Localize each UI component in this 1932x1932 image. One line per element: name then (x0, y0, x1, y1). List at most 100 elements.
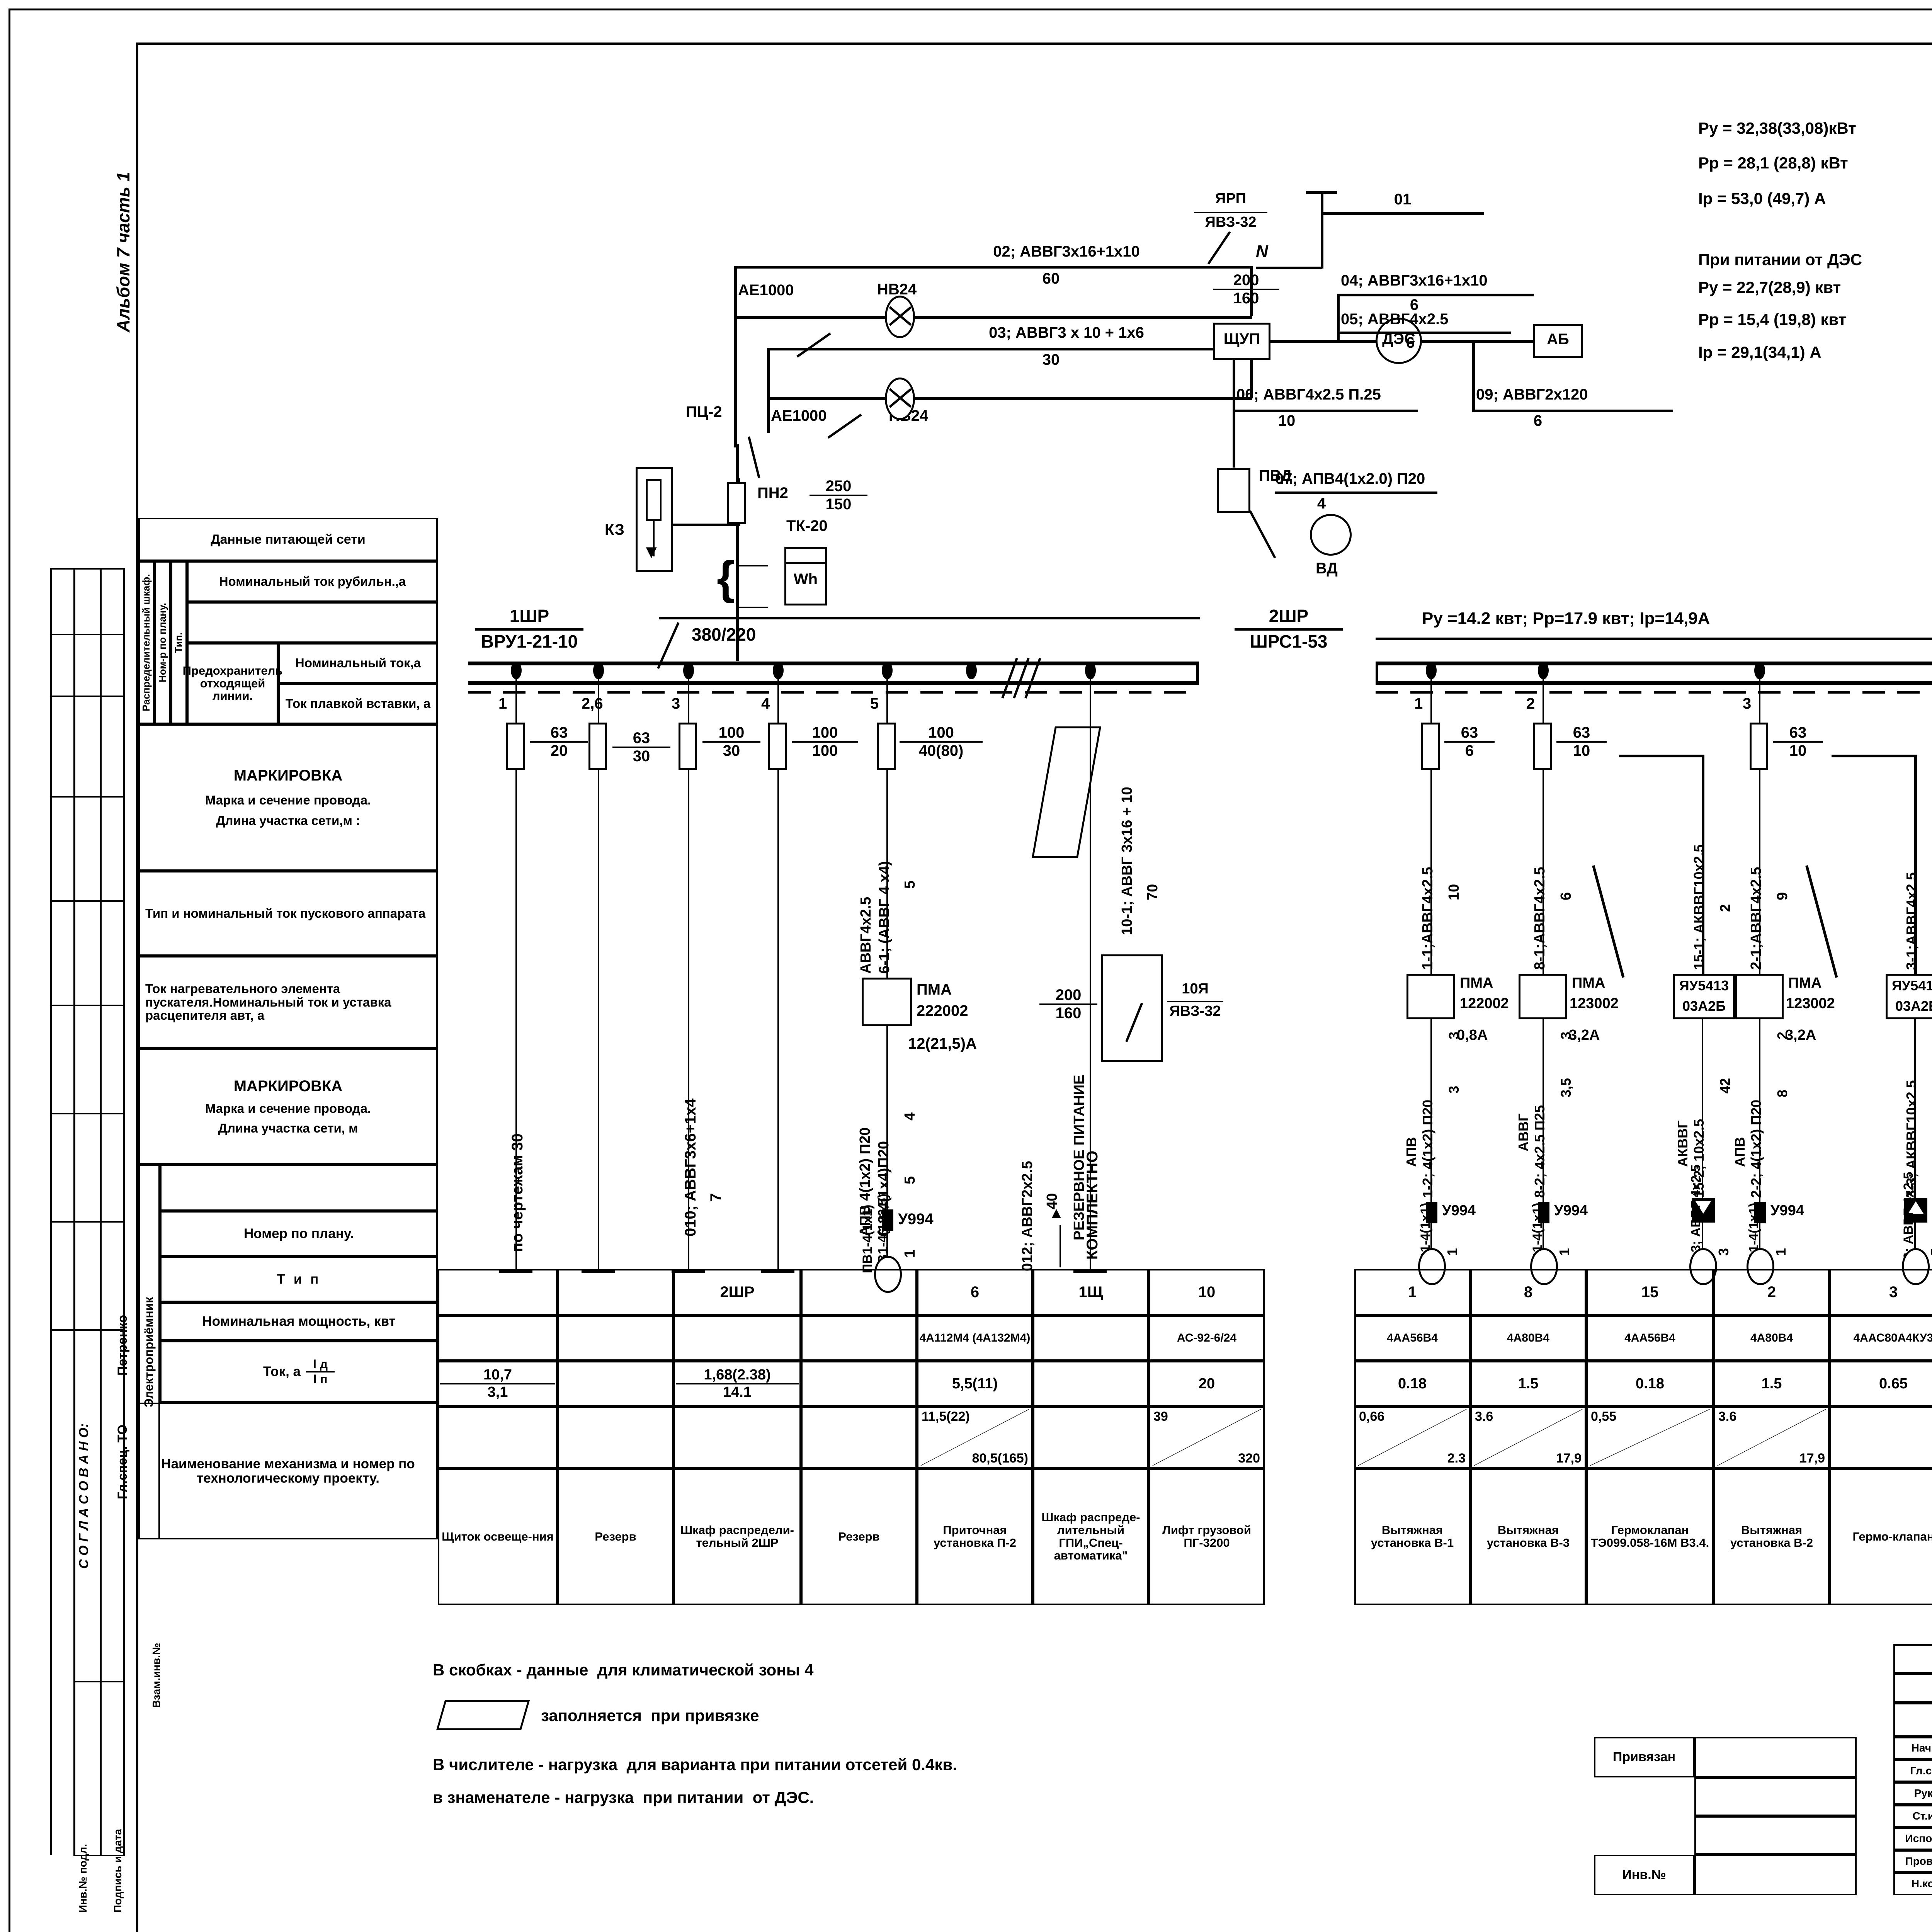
pvd-label: ПВД (1259, 467, 1292, 484)
shchup-box (1213, 323, 1270, 360)
pc2-label: ПЦ-2 (686, 403, 722, 420)
feeder-drop (1543, 662, 1544, 1264)
legend-row-fuse-lbl: Предохранитель отходящей линии. (183, 643, 282, 724)
legend-consumer-power: Номинальная мощность, квт (160, 1302, 438, 1341)
reserve-cable: 012; АВВГ2х2.5 (1019, 1161, 1036, 1271)
hb24-top-label: НВ24 (877, 281, 917, 298)
feeder-cable: 3-1;АВВГ4х2.5 (1903, 872, 1919, 970)
margin-row-f (50, 1005, 125, 1006)
tap-dot (966, 662, 977, 679)
power-des-title: При питании от ДЭС (1698, 250, 1862, 269)
ab-label: АБ (1547, 331, 1569, 348)
terminal-marker (882, 1209, 893, 1231)
title-inv: Инв.№ (1594, 1855, 1694, 1895)
table-cell-current (438, 1406, 558, 1468)
bus-left-bar-bot (468, 681, 1199, 685)
valve-code: 03А2Б (1682, 998, 1726, 1014)
feeder-drop (1090, 662, 1091, 1272)
feeder-cable2-type: АПВ (1732, 1137, 1748, 1167)
valve-marker (1692, 1198, 1715, 1223)
branch-top (1832, 755, 1917, 757)
note-line-4: в знаменателе - нагрузка при питании от … (433, 1788, 814, 1806)
feeder-drop (886, 662, 888, 1257)
legend-current-label: Ток, а (263, 1364, 301, 1379)
lift-fuse-bot: 160 (1055, 1004, 1082, 1022)
table-cell-current (801, 1406, 917, 1468)
album-note: Альбом 7 часть 1 (113, 172, 133, 332)
des-symbol (1376, 318, 1422, 364)
table-cell-current (673, 1406, 801, 1468)
feeder-cable-length: 9 (1774, 892, 1791, 900)
table-cell-plan-number: 2 (1714, 1269, 1830, 1315)
feeder-cable: АВВГ4х2.5 (858, 897, 874, 974)
table-cell-type: 4АА56В4 (1586, 1315, 1714, 1361)
feeder-breaker (679, 723, 697, 770)
feeder-cable3b: ПВ1-4(1х1) (860, 1204, 875, 1273)
title-bound-box3 (1694, 1816, 1857, 1855)
legend-consumer-name: Наименование механизма и номер по технол… (138, 1403, 438, 1539)
signature-role: Рук.гр. (1893, 1782, 1932, 1805)
breaker-rating-top: 63 (1789, 724, 1807, 741)
legend-mark2-title: МАРКИРОВКА (233, 1077, 343, 1095)
feeder-drop (777, 662, 779, 1272)
ct-lead-bot (736, 607, 768, 608)
cable-02-line (734, 266, 1252, 269)
cable-06-line (1233, 410, 1418, 412)
breaker-rating: 100 40(80) (900, 725, 983, 759)
feeder-cable3-len: 1 (1773, 1248, 1789, 1256)
feeder-cable: 010; АВВГ3х6+1х4 (682, 1098, 699, 1236)
cable-03-line (767, 348, 1252, 350)
branch-right (1702, 755, 1704, 975)
feeder-cable2: 1-2; 4(1х2) П20 (1420, 1099, 1435, 1198)
legend-mark1-l2: Длина участка сети,м : (216, 813, 361, 828)
breaker-rating-bot: 100 (812, 742, 838, 759)
lift-cable-len: 70 (1145, 884, 1161, 900)
circuit-number: 2 (1526, 695, 1535, 712)
lift-cable: 10-1; АВВГ 3х16 + 10 (1119, 787, 1135, 935)
table-cell-current: 0,55 (1586, 1406, 1714, 1468)
cable-04-riser (1337, 294, 1340, 342)
bus-right-type: ШРС1-53 (1250, 631, 1328, 651)
legend-row-fuse-cur: Ток плавкой вставки, а (278, 684, 438, 724)
table-cell-current (1033, 1406, 1149, 1468)
sig-grid-top-9 (1893, 1703, 1932, 1737)
title-bound-box (1694, 1737, 1857, 1777)
line-01-label: 01 (1394, 191, 1412, 208)
table-cell-plan-number (558, 1269, 673, 1315)
legend-current-frac: I д I п (306, 1358, 335, 1385)
feeder-cable2: 2-2; 4(1х2) П20 (1748, 1099, 1764, 1198)
breaker-rating-bot: 6 (1465, 742, 1474, 759)
cable-09-line (1472, 410, 1673, 412)
reserve-arrow: ▲ (1049, 1204, 1064, 1221)
power-des-1: Рр = 15,4 (19,8) квт (1698, 310, 1847, 328)
lift-fuse-rating: 200 160 (1039, 987, 1097, 1021)
starter-code: 122002 (1460, 995, 1509, 1012)
table-cell-name: Шкаф распреде-​лительный ГПИ„Спец-​автом… (1033, 1468, 1149, 1605)
bus-left-name-rule (475, 628, 583, 631)
pn2-riser (736, 444, 739, 661)
power-main-0: Ру = 32,38(33,08)кВт (1698, 119, 1856, 137)
motor-symbol (1747, 1248, 1774, 1285)
circuit-number: 1 (498, 695, 507, 712)
feeder-drop (515, 662, 517, 1272)
feeder-cable2-lenA: 3 (1446, 1085, 1462, 1094)
feeder-cable3-len: 5 (1928, 1248, 1932, 1256)
motor-symbol (1418, 1248, 1446, 1285)
feeder-breaker (1750, 723, 1768, 770)
table-cell-power: 0.65 (1830, 1361, 1932, 1406)
bus-right-name: 2ШР (1269, 606, 1309, 626)
feeder-cable2-lenA: 42 (1717, 1078, 1733, 1094)
legend-group-v1: Распределительный шкаф. (138, 561, 155, 724)
feeder-note: по чертежам 30 (509, 1133, 526, 1252)
table-cell-name: Вытяжная установка В-​1 (1354, 1468, 1470, 1605)
margin-line-3 (100, 568, 102, 1855)
table-cell-name: Приточная установка П-​2 (917, 1468, 1033, 1605)
cable-03-right-drop (1250, 348, 1253, 398)
signature-role: Нач.отд (1893, 1737, 1932, 1760)
table-cell-name: Резерв (801, 1468, 917, 1605)
feeder-cable2-lenA: 3 (1930, 1086, 1932, 1094)
bus-left-voltage: 380/220 (692, 624, 756, 645)
table-cell-plan-number: 1Щ (1033, 1269, 1149, 1315)
table-cell-plan-number: 2ШР (673, 1269, 801, 1315)
breaker-rating-top: 63 (1461, 724, 1478, 741)
